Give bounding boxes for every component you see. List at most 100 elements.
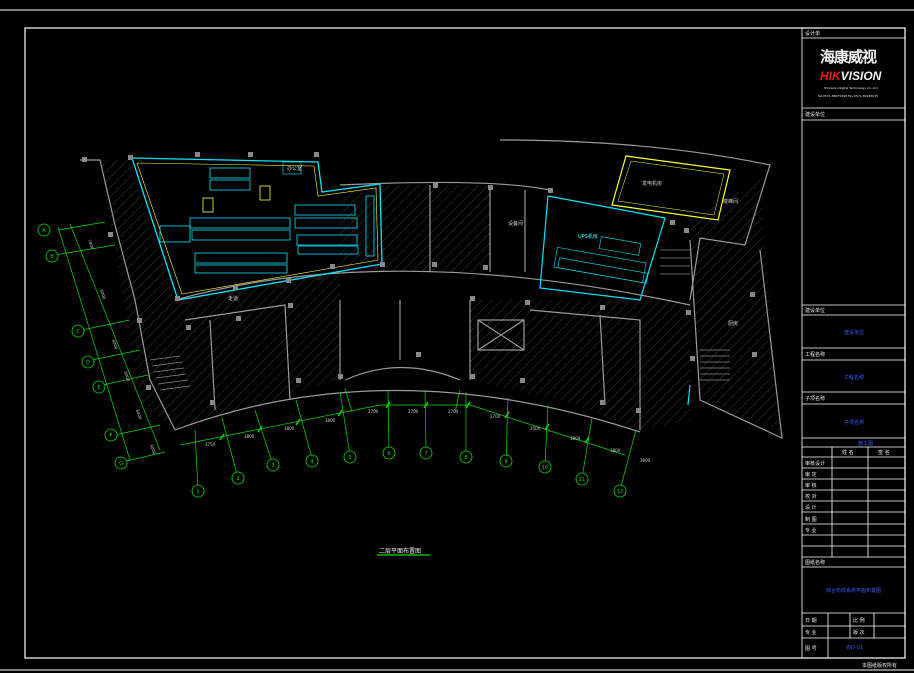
columns — [82, 152, 757, 413]
row-label: 设 计 — [805, 505, 817, 511]
grid-bubble-bottom-label: 8 — [464, 455, 467, 461]
grid-bubble-bottom-label: 7 — [424, 451, 427, 457]
row-label: 审核设计 — [805, 461, 826, 467]
drawing-value: 综合布线系统平面布置图 — [826, 588, 882, 594]
subitem-label: 子项名称 — [805, 396, 826, 402]
grid-bubble-bottom-circle — [305, 454, 319, 468]
grid-bubble-bottom-circle — [382, 446, 396, 460]
footer-label: 版 次 — [853, 630, 865, 636]
dimension-text: 2700 — [408, 409, 419, 414]
dimension-text: 3800 — [570, 436, 581, 441]
grid-bubble-left-label: C — [76, 329, 80, 335]
grid-bubble-bottom-label: 2 — [236, 476, 239, 482]
dimension-text: 6000 — [135, 409, 143, 421]
drawing-label: 图纸名称 — [805, 560, 826, 566]
client-label: 建设单位 — [805, 308, 826, 314]
client-value: 建设单位 — [844, 330, 865, 336]
stair-right — [660, 249, 730, 381]
grid-bubble-bottom-circle — [575, 472, 589, 486]
grid-bubble-left-circle — [71, 324, 85, 338]
dimension-text: 6000 — [99, 289, 107, 301]
office-desks — [159, 167, 375, 274]
grid-bubble-bottom-label: 6 — [387, 451, 390, 457]
dimension-text: 3500 — [530, 426, 541, 431]
grid-bubble-bottom-circle — [613, 484, 627, 498]
grid-bubble-left-label: D — [86, 360, 90, 366]
subitem-value: 子项名称 — [844, 420, 865, 426]
grid-bubble-left-label: E — [97, 385, 100, 391]
grid-bubble-left-circle — [37, 223, 51, 237]
grid-bubble-bottom-circle — [266, 458, 280, 472]
grid-bubble-bottom-circle — [459, 450, 473, 464]
brand-logo-cn: 海康威视 — [820, 48, 877, 66]
col-header-sign: 签 名 — [878, 450, 890, 456]
row-label: 审 定 — [805, 472, 817, 478]
drawing-border — [24, 27, 906, 659]
grid-bubble-bottom-circle — [343, 450, 357, 464]
room-label-stair: 楼梯间 — [723, 199, 739, 205]
office-fixtures — [202, 185, 271, 213]
dimension-ticks — [219, 401, 590, 444]
grid-bubble-left-label: F — [110, 433, 113, 439]
grid-bubble-left-circle — [92, 380, 106, 394]
grid-bubble-bottom-label: 4 — [310, 459, 313, 465]
title-block — [801, 28, 905, 658]
dimension-text: 6000 — [123, 371, 131, 383]
grid-bubble-left-circle — [45, 249, 59, 263]
brand-logo-en: HIKVISION — [820, 69, 881, 83]
room-label-corridor: 走道 — [228, 296, 239, 302]
grid-bubble-bottom-circle — [231, 471, 245, 485]
footer-label: 图 号 — [805, 646, 817, 652]
room-label-office: 办公室 — [287, 166, 303, 172]
phase-value: 施工图 — [858, 441, 874, 447]
dimension-text: 2700 — [490, 414, 501, 419]
footer-label: 专 业 — [805, 630, 817, 636]
footer-label: 日 期 — [805, 618, 817, 624]
grid-bubble-bottom-circle — [499, 454, 513, 468]
logo-white-part: VISION — [840, 69, 882, 83]
grid-bubble-bottom-label: 11 — [579, 477, 585, 483]
room-label-ups: UPS机房 — [578, 234, 598, 240]
grid-bubble-left-circle — [104, 428, 118, 442]
row-label: 专 业 — [805, 528, 817, 534]
grid-bubble-bottom-circle — [419, 446, 433, 460]
logo-subline-2: Tel:0571-88075998 Fax:0571-89935635 — [818, 94, 879, 98]
row-label: 审 核 — [805, 483, 817, 489]
room-label-equipment: 设备间 — [508, 221, 524, 227]
generator-room — [611, 155, 731, 221]
grid-bubble-bottom-label: 12 — [617, 489, 623, 495]
grid-bubble-bottom-label: 10 — [542, 465, 548, 471]
ups-room — [539, 195, 666, 301]
dimension-text: 2700 — [368, 409, 379, 414]
dimension-text: 3800 — [325, 418, 336, 423]
project-value: 工程名称 — [844, 375, 865, 381]
room-label-kitchen: 厨房 — [728, 321, 739, 327]
project-label: 工程名称 — [805, 352, 826, 358]
grid-bubble-bottom-circle — [191, 484, 205, 498]
footer-label: 比 例 — [853, 618, 865, 624]
row-label: 制 图 — [805, 517, 817, 523]
grid-bubble-bottom-label: 1 — [196, 489, 199, 495]
grid-bubble-left-circle — [114, 456, 128, 470]
grid-bubble-left-label: B — [50, 254, 54, 260]
dimension-text: 3800 — [284, 426, 295, 431]
plan-title: 二层平面布置图 — [379, 548, 422, 555]
grid-bubble-bottom-circle — [538, 460, 552, 474]
dimension-text: 3800 — [244, 434, 255, 439]
section-label: 建设单位 — [805, 112, 826, 118]
dimension-text: 7800 — [87, 239, 95, 251]
grid-bubble-bottom-label: 3 — [271, 463, 274, 469]
building-walls — [80, 139, 783, 439]
dimension-text: 3750 — [205, 442, 216, 447]
dimension-lines — [54, 221, 637, 491]
row-label: 校 对 — [805, 494, 817, 500]
dimension-text: 3800 — [610, 448, 621, 453]
logo-subline-1: Hikvision Digital Technology Co.,Ltd. — [824, 86, 879, 90]
grid-bubble-left-label: G — [119, 461, 123, 467]
grid-bubble-bottom-label: 5 — [348, 455, 351, 461]
dimension-text: 3800 — [640, 458, 651, 463]
logo-red-part: HIK — [820, 69, 841, 83]
grid-bubble-left-circle — [81, 355, 95, 369]
